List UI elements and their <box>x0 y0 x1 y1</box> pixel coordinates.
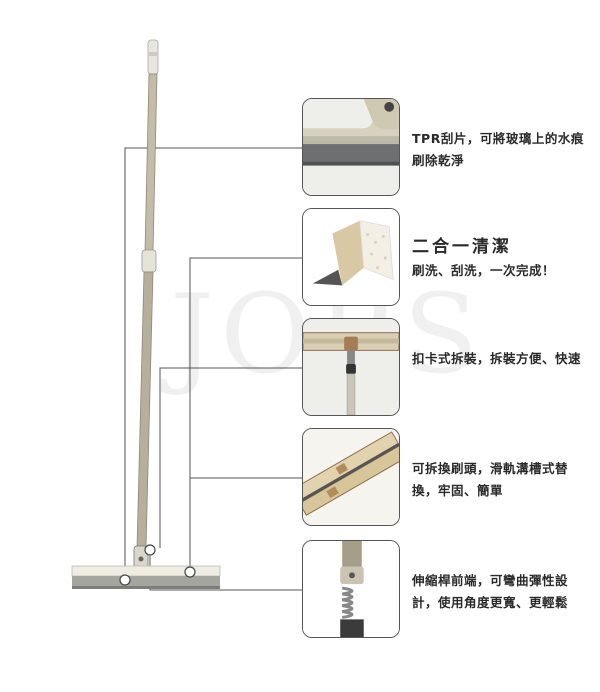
feature-text-1: TPR刮片，可將玻璃上的水痕刷除乾淨 <box>412 131 584 168</box>
connector-line-2 <box>189 257 302 572</box>
blade-closeup-image <box>303 99 399 195</box>
pole-upper-tube <box>144 73 158 253</box>
marker-points <box>119 544 196 586</box>
slide-rail-image <box>303 429 399 525</box>
feature-caption-4: 可拆換刷頭，滑軌溝槽式替換，牢固、簡單 <box>412 458 592 502</box>
feature-panel-rail <box>302 428 400 526</box>
pole-tip <box>147 39 159 75</box>
connector-line-3 <box>159 367 302 548</box>
squeegee-head <box>71 565 221 589</box>
pole-lower-tube <box>136 271 154 549</box>
feature-caption-1: TPR刮片，可將玻璃上的水痕刷除乾淨 <box>412 128 592 172</box>
clip-connector-image <box>303 319 399 415</box>
connector-lines <box>124 147 302 591</box>
feature-panel-two-in-one <box>302 208 400 306</box>
telescopic-pole <box>133 39 159 573</box>
pole-lock-joint <box>141 249 157 273</box>
marker-2 <box>184 566 196 578</box>
feature-caption-3: 扣卡式拆裝，拆裝方便、快速 <box>412 348 592 370</box>
feature-text-5: 伸縮桿前端，可彎曲彈性設計，使用角度更寬、更輕鬆 <box>412 573 569 610</box>
feature-caption-5: 伸縮桿前端，可彎曲彈性設計，使用角度更寬、更輕鬆 <box>412 570 592 614</box>
feature-panel-clip <box>302 318 400 416</box>
marker-3 <box>144 544 156 556</box>
feature-text-3: 扣卡式拆裝，拆裝方便、快速 <box>412 351 582 366</box>
feature-text-4: 可拆換刷頭，滑軌溝槽式替換，牢固、簡單 <box>412 461 569 498</box>
feature-text-2: 刷洗、刮洗，一次完成！ <box>412 263 556 278</box>
feature-title-2: 二合一清潔 <box>412 237 512 257</box>
marker-1 <box>119 574 131 586</box>
feature-panel-spring <box>302 540 400 638</box>
connector-line-1 <box>124 147 302 580</box>
feature-panel-blade <box>302 98 400 196</box>
feature-caption-2: 二合一清潔 刷洗、刮洗，一次完成！ <box>412 234 592 282</box>
spring-joint-image <box>303 541 399 637</box>
sponge-squeegee-image <box>303 209 399 305</box>
